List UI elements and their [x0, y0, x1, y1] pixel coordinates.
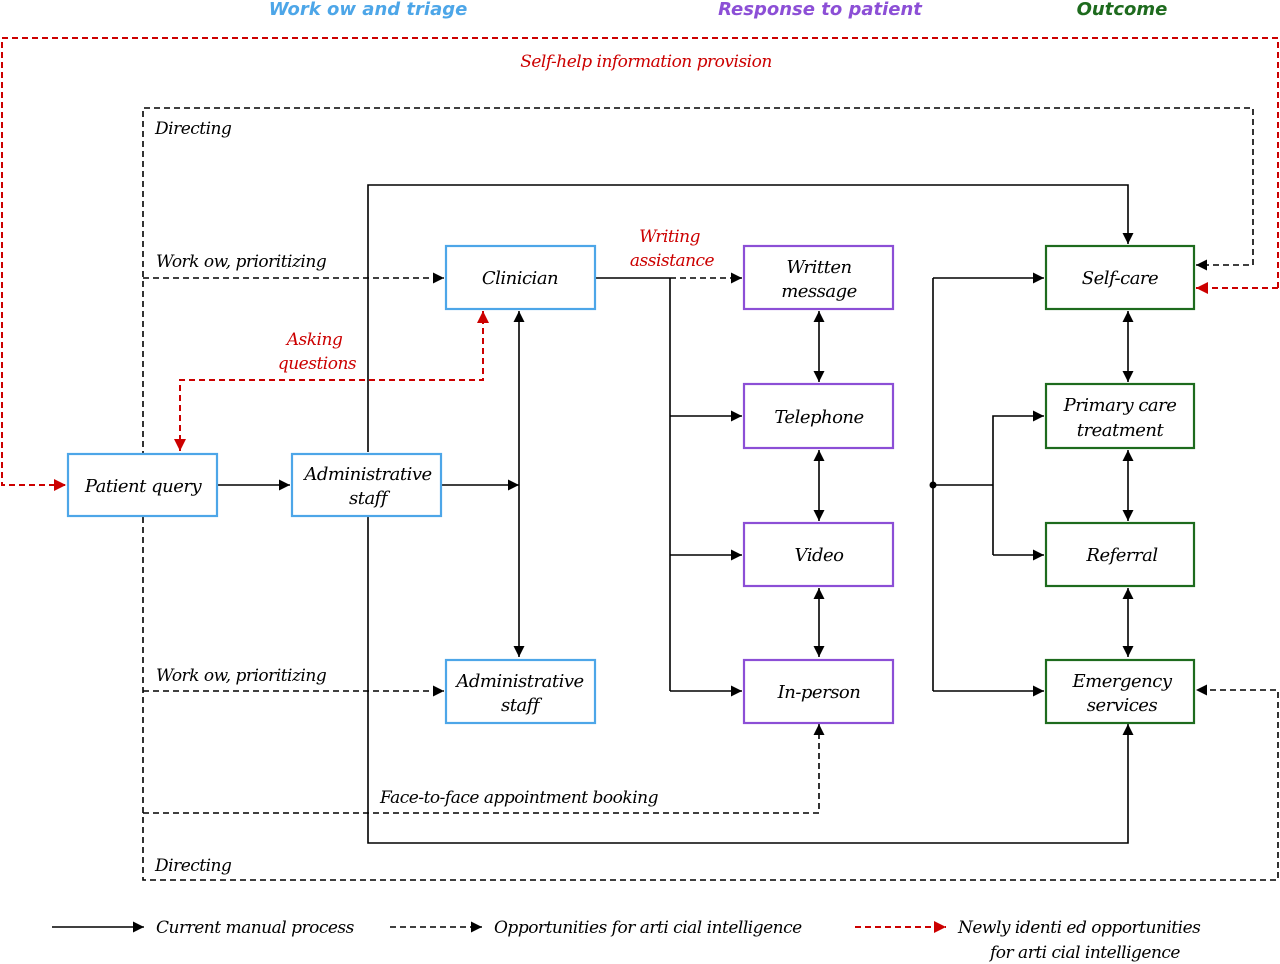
- header-outcome: Outcome: [1077, 0, 1168, 20]
- svg-text:message: message: [781, 281, 857, 302]
- arrow-admin-to-self-care: [367, 184, 1134, 452]
- label-face-to-face: Face-to-face appointment booking: [379, 788, 659, 808]
- svg-text:Written: Written: [786, 257, 851, 278]
- label-asking-questions: Asking questions: [278, 330, 357, 374]
- node-patient-query: Patient query: [66, 452, 219, 518]
- junction-dot: [929, 481, 937, 489]
- legend-newly-label-line1: Newly identi ed opportunities: [957, 918, 1201, 938]
- label-self-help: Self-help information provision: [520, 52, 772, 72]
- node-in-person: In-person: [742, 658, 895, 725]
- node-administrative-staff-main: Administrative staff: [290, 452, 443, 518]
- node-referral: Referral: [1044, 521, 1196, 588]
- legend-opportunities-label: Opportunities for arti cial intelligence: [494, 918, 802, 938]
- svg-text:Clinician: Clinician: [482, 268, 558, 289]
- svg-text:services: services: [1087, 695, 1158, 716]
- self-help-arrow-to-patient: [1, 37, 1279, 491]
- svg-text:Emergency: Emergency: [1072, 671, 1173, 692]
- svg-text:staff: staff: [501, 695, 543, 716]
- svg-text:Primary care: Primary care: [1063, 395, 1177, 416]
- asking-questions-arrow: [174, 311, 489, 451]
- node-primary-care-treatment: Primary care treatment: [1044, 382, 1196, 450]
- node-self-care: Self-care: [1044, 244, 1196, 311]
- node-emergency-services: Emergency services: [1044, 658, 1196, 725]
- directing-arrow-bottom: [142, 517, 1279, 881]
- node-written-message: Written message: [742, 244, 895, 311]
- legend-newly-label-line2: for arti cial intelligence: [988, 943, 1180, 963]
- svg-text:Administrative: Administrative: [454, 671, 583, 692]
- legend: Current manual process Opportunities for…: [52, 918, 1202, 963]
- header-response-to-patient: Response to patient: [718, 0, 923, 20]
- svg-text:Telephone: Telephone: [774, 407, 863, 428]
- node-administrative-staff-lower: Administrative staff: [444, 658, 597, 725]
- svg-text:Patient query: Patient query: [84, 476, 203, 497]
- node-video: Video: [742, 521, 895, 588]
- legend-current-label: Current manual process: [156, 918, 355, 938]
- svg-text:staff: staff: [349, 488, 391, 509]
- arrow-to-primary-care: [992, 410, 1044, 555]
- header-workflow-triage: Work ow and triage: [269, 0, 468, 20]
- arrow-admin-to-emergency: [367, 517, 1134, 844]
- svg-text:In-person: In-person: [777, 682, 861, 703]
- svg-text:Video: Video: [795, 545, 845, 566]
- node-clinician: Clinician: [444, 244, 597, 311]
- svg-text:Administrative: Administrative: [302, 464, 431, 485]
- label-writing-assistance: Writing assistance: [630, 227, 715, 271]
- label-workflow-bottom: Work ow, prioritizing: [156, 666, 327, 686]
- label-directing-bottom: Directing: [154, 856, 232, 876]
- svg-text:Self-care: Self-care: [1082, 268, 1158, 289]
- directing-arrow-top: [142, 107, 1254, 517]
- svg-text:Referral: Referral: [1085, 545, 1158, 566]
- svg-text:treatment: treatment: [1077, 420, 1165, 441]
- label-directing-top: Directing: [154, 119, 232, 139]
- label-workflow-top: Work ow, prioritizing: [156, 252, 327, 272]
- node-telephone: Telephone: [742, 382, 895, 450]
